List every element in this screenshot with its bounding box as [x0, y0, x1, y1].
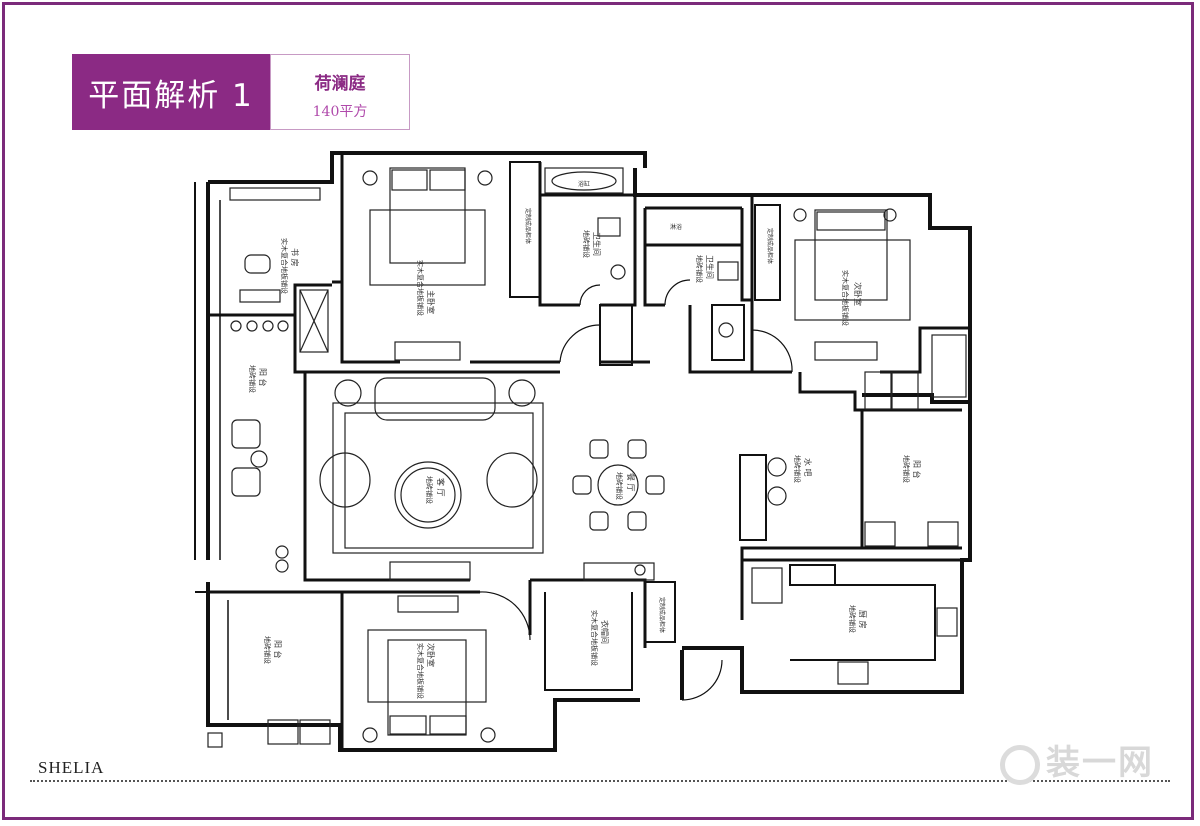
- page-title: 平面解析 1: [72, 54, 270, 130]
- kitchen-label: 厨 房: [858, 610, 868, 629]
- bath1-label: 卫生间: [592, 232, 602, 256]
- cabinet-label-2: 定制成品柜体: [766, 228, 774, 264]
- shower-label: 淋浴: [670, 223, 682, 231]
- interior-walls: [208, 151, 970, 750]
- balcony1-floor: 地砖铺设: [248, 365, 257, 393]
- project-name: 荷澜庭: [314, 74, 366, 94]
- watermark-logo-icon: [1000, 744, 1040, 785]
- balcony1-label: 阳 台: [258, 368, 268, 387]
- master-label: 主卧室: [426, 290, 436, 314]
- doors: [479, 279, 793, 701]
- footer-dotted-divider: [30, 780, 1170, 782]
- living-label: 客 厅: [436, 478, 446, 497]
- cloak-floor: 实木复合地板铺设: [590, 610, 599, 666]
- watermark-text: 装一网: [1046, 743, 1154, 783]
- cabinet-label-1: 定制成品柜体: [524, 208, 532, 244]
- watermark: 装一网: [1000, 735, 1154, 785]
- room-labels: 书 房 实木复合地板铺设 主卧室 实木复合地板铺设 卫生间 地砖铺设 卫生间 地…: [248, 180, 922, 699]
- bath2-label: 卫生间: [705, 255, 715, 279]
- kitchen-floor: 地砖铺设: [848, 605, 857, 633]
- bath1-floor: 地砖铺设: [582, 230, 591, 258]
- balcony2-floor: 地砖铺设: [902, 455, 911, 483]
- master-floor: 实木复合地板铺设: [416, 260, 425, 316]
- project-area: 140平方: [312, 104, 368, 120]
- project-info-box: 荷澜庭 140平方: [270, 54, 410, 130]
- cloak-label: 衣帽间: [600, 620, 610, 644]
- furniture: [207, 167, 967, 748]
- designer-signature: SHELIA: [38, 758, 105, 777]
- cabinet-label-3: 定制成品柜体: [658, 597, 666, 633]
- bath2-floor: 地砖铺设: [695, 255, 704, 283]
- bar-label: 水 吧: [803, 458, 813, 477]
- living-floor: 地砖铺设: [425, 476, 434, 504]
- balcony3-label: 阳 台: [273, 640, 283, 659]
- dining-floor: 地砖铺设: [615, 472, 624, 500]
- second-label: 次卧室: [853, 282, 863, 306]
- study-floor: 实木复合地板铺设: [280, 238, 289, 294]
- dining-label: 餐 厅: [626, 473, 635, 492]
- third-floor: 实木复合地板铺设: [416, 643, 425, 699]
- balcony3-floor: 地砖铺设: [263, 636, 272, 664]
- study-label: 书 房: [290, 248, 300, 267]
- bathtub-label: 浴缸: [578, 180, 590, 188]
- bar-floor: 地砖铺设: [793, 455, 802, 483]
- second-floor: 实木复合地板铺设: [841, 270, 850, 326]
- balcony2-label: 阳 台: [912, 460, 922, 479]
- third-label: 次卧室: [426, 643, 436, 667]
